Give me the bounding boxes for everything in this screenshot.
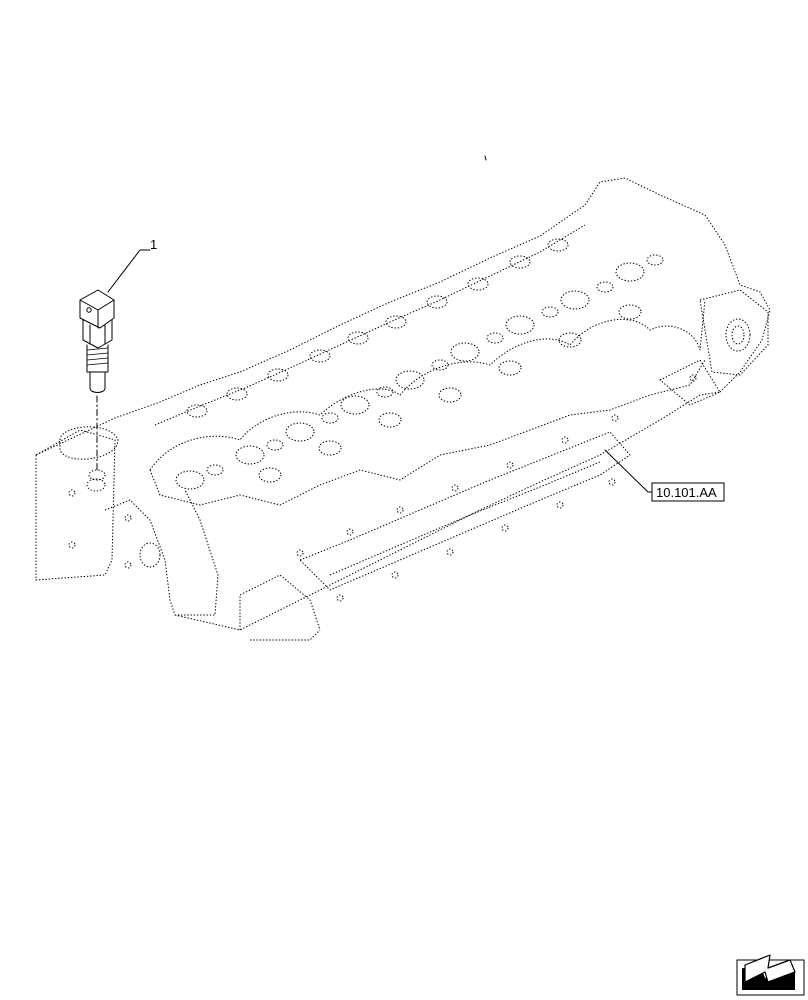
reference-label[interactable]: 10.101.AA [656,485,717,500]
reference-box [651,482,725,502]
reference-leader [604,449,653,493]
mark-tick [484,155,487,161]
callout-part-number: 1 [150,237,157,252]
callout-1-leader [107,249,151,293]
temperature-sensor-icon [79,289,115,481]
next-page-arrow-icon[interactable] [736,954,805,996]
cylinder-head-icon [35,177,771,641]
